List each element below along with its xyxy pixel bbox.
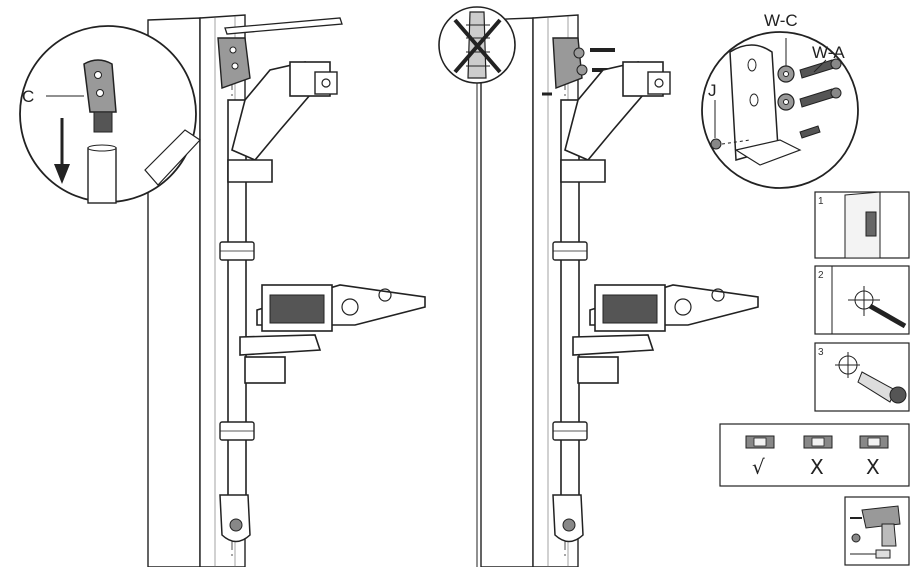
pencil-icon: [224, 17, 343, 35]
step-number-3: 3: [818, 347, 824, 358]
tools-panel: [844, 496, 910, 566]
callout-screw-j: J: [708, 81, 717, 100]
power-drill-icon: [850, 505, 901, 547]
callout-washer-c: W-C: [764, 11, 798, 30]
step-number-1: 1: [818, 196, 824, 207]
nut-icon: [851, 533, 861, 543]
step-panel-3: 3: [814, 342, 910, 412]
callout-washer-a: W-A: [812, 43, 845, 62]
level-icon: [745, 435, 775, 449]
pole-foot-left: [219, 494, 251, 543]
down-arrow-icon: [54, 118, 70, 184]
keyboard-tray-left: [239, 284, 426, 384]
level-correct-mark: √: [752, 455, 765, 479]
no-wall-anchor-icon: [438, 6, 516, 567]
right-assembly: [480, 14, 759, 567]
step-number-2: 2: [818, 270, 824, 281]
step-panel-1: 1: [814, 191, 910, 259]
level-wrong-mark-2: X: [866, 455, 880, 479]
cabinet-side-right: [480, 17, 534, 567]
step-panel-2: 2: [814, 265, 910, 335]
callout-part-c: C: [22, 87, 34, 106]
level-wrong-mark-1: X: [810, 455, 824, 479]
detail-circle-c: [19, 25, 201, 204]
detail-circle-washers: [701, 31, 859, 189]
level-check-panel: √ X X: [719, 423, 910, 487]
screw-j-icon: [710, 138, 722, 150]
